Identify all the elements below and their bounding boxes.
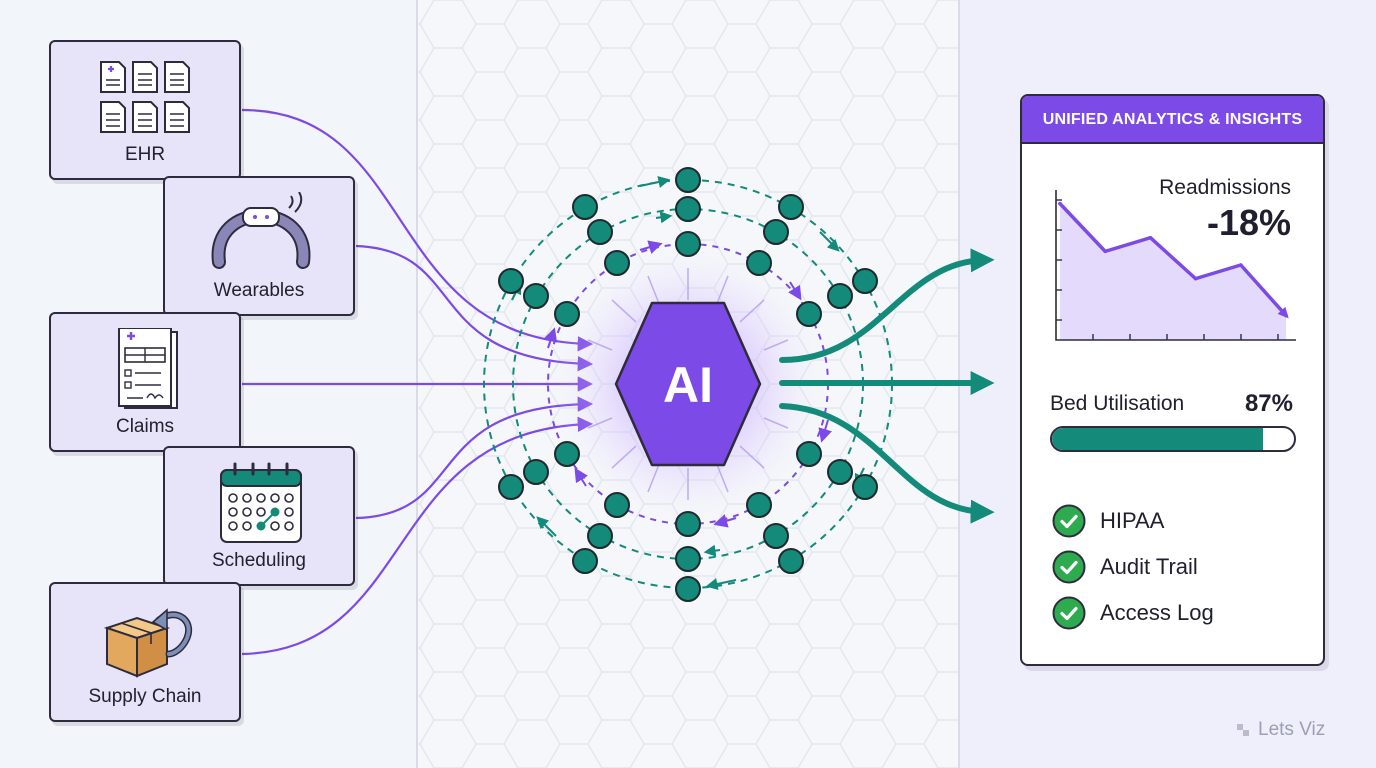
- ring-node: [498, 268, 524, 294]
- check-icon: [1052, 550, 1086, 584]
- source-card-scheduling[interactable]: Scheduling: [163, 446, 355, 586]
- ring-node: [604, 492, 630, 518]
- source-card-ehr[interactable]: EHR: [49, 40, 241, 180]
- ring-nodes: [498, 167, 878, 602]
- ring-node: [554, 441, 580, 467]
- ring-node: [498, 474, 524, 500]
- readmissions-label: Readmissions: [1159, 176, 1291, 199]
- source-card-claims[interactable]: Claims: [49, 312, 241, 452]
- ring-node: [523, 459, 549, 485]
- check-icon: [1052, 504, 1086, 538]
- brand-watermark: Lets Viz: [1234, 719, 1325, 741]
- analytics-dashboard: UNIFIED ANALYTICS & INSIGHTS Readmission…: [1020, 94, 1325, 666]
- connector-scheduling: [355, 396, 594, 520]
- output-arrow-top: [779, 248, 995, 363]
- ring-node: [675, 167, 701, 193]
- calendar-icon: [220, 462, 302, 543]
- ring-node: [675, 196, 701, 222]
- bed-utilisation-fill: [1052, 428, 1263, 450]
- chart-point: [1193, 276, 1198, 281]
- ring-node: [763, 523, 789, 549]
- connector-supply: [241, 416, 594, 656]
- source-label-scheduling: Scheduling: [211, 550, 307, 571]
- source-label-wearables: Wearables: [213, 280, 305, 301]
- readmissions-chart: [1055, 190, 1296, 341]
- ring-node: [675, 576, 701, 602]
- chart-series-line: [1058, 201, 1288, 318]
- source-connectors: [241, 108, 594, 656]
- source-card-supply-chain[interactable]: Supply Chain: [49, 582, 241, 722]
- brand-name: Lets Viz: [1258, 719, 1326, 740]
- connector-ehr: [241, 108, 594, 352]
- chart-area: [1060, 203, 1286, 340]
- source-label-supply-chain: Supply Chain: [88, 686, 202, 707]
- chart-point: [1284, 313, 1288, 318]
- ring-node: [675, 546, 701, 572]
- output-arrows: [779, 248, 995, 524]
- documents-icon: [100, 61, 190, 133]
- chart-point: [1058, 201, 1062, 206]
- chart-point: [1103, 249, 1107, 254]
- brand-logo-icon: [1237, 724, 1249, 736]
- check-icon: [1052, 596, 1086, 630]
- ring-node: [746, 492, 772, 518]
- ring-node: [675, 511, 701, 537]
- chart-point: [1148, 235, 1153, 240]
- ring-node: [796, 441, 822, 467]
- dashboard-title: UNIFIED ANALYTICS & INSIGHTS: [1022, 96, 1323, 144]
- check-label-audit-trail: Audit Trail: [1100, 554, 1198, 579]
- ring-node: [587, 219, 613, 245]
- ring-node: [852, 474, 878, 500]
- chart-point: [1239, 263, 1243, 267]
- ring-node: [796, 301, 822, 327]
- ring-node: [572, 194, 598, 220]
- box-return-icon: [103, 608, 193, 678]
- hub-rays: [587, 268, 789, 500]
- ring-node: [778, 548, 804, 574]
- ring-node: [523, 283, 549, 309]
- wearable-band-icon: [211, 192, 311, 269]
- claim-form-icon: [118, 328, 178, 409]
- check-label-hipaa: HIPAA: [1100, 508, 1165, 533]
- ring-node: [572, 548, 598, 574]
- ring-node: [554, 301, 580, 327]
- ai-hub: AI: [614, 301, 762, 467]
- source-label-ehr: EHR: [124, 144, 166, 165]
- check-audit-trail: Audit Trail: [1052, 550, 1198, 584]
- bed-utilisation-label: Bed Utilisation: [1050, 392, 1185, 415]
- ring-node: [852, 268, 878, 294]
- bed-utilisation-value: 87%: [1244, 390, 1293, 417]
- check-label-access-log: Access Log: [1100, 600, 1214, 625]
- connector-wearables: [355, 244, 594, 372]
- ai-hub-label: AI: [663, 357, 713, 413]
- source-card-wearables[interactable]: Wearables: [163, 176, 355, 316]
- chart-axes: [1055, 190, 1296, 341]
- output-arrow-bottom: [779, 403, 995, 524]
- check-access-log: Access Log: [1052, 596, 1214, 630]
- check-hipaa: HIPAA: [1052, 504, 1164, 538]
- ring-node: [604, 250, 630, 276]
- ring-node: [827, 459, 853, 485]
- readmissions-value: -18%: [1206, 202, 1291, 243]
- bed-utilisation-bar: [1050, 426, 1296, 452]
- ring-node: [827, 283, 853, 309]
- ring-node: [587, 523, 613, 549]
- ring-node: [675, 231, 701, 257]
- ring-node: [746, 250, 772, 276]
- ring-node: [763, 219, 789, 245]
- ring-node: [778, 194, 804, 220]
- source-label-claims: Claims: [115, 416, 175, 437]
